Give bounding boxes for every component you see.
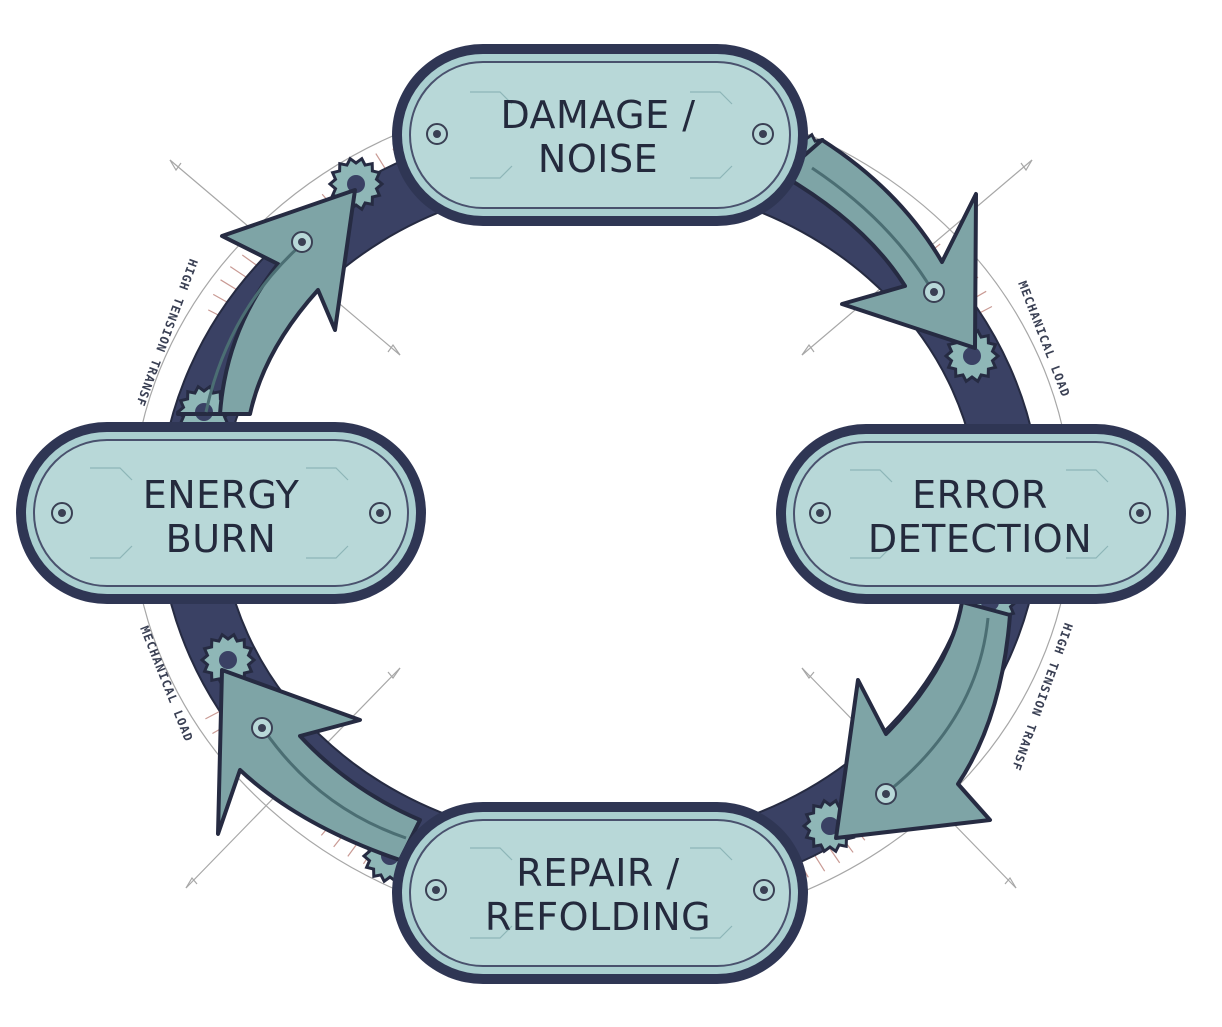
arrow-error-to-repair (834, 600, 1012, 840)
node-damage-noise: DAMAGE / NOISE (392, 44, 808, 226)
node-energy-burn: ENERGY BURN (16, 422, 426, 604)
node-damage-noise-line1: DAMAGE / (500, 93, 695, 137)
node-repair-refolding: REPAIR / REFOLDING (392, 802, 808, 984)
node-error-detection-line1: ERROR (912, 473, 1048, 517)
arrow-damage-to-error (780, 138, 978, 350)
arrow-repair-to-energy (216, 668, 422, 862)
node-repair-refolding-line1: REPAIR / (516, 851, 679, 895)
node-energy-burn-line2: BURN (166, 517, 277, 561)
node-error-detection-line2: DETECTION (868, 517, 1092, 561)
node-energy-burn-line1: ENERGY (143, 473, 300, 517)
node-error-detection: ERROR DETECTION (776, 424, 1186, 604)
arrow-energy-to-damage (176, 188, 357, 416)
node-repair-refolding-line2: REFOLDING (485, 895, 711, 939)
annotation-top-right: MECHANICAL LOAD (1015, 279, 1073, 399)
node-damage-noise-line2: NOISE (538, 137, 658, 181)
